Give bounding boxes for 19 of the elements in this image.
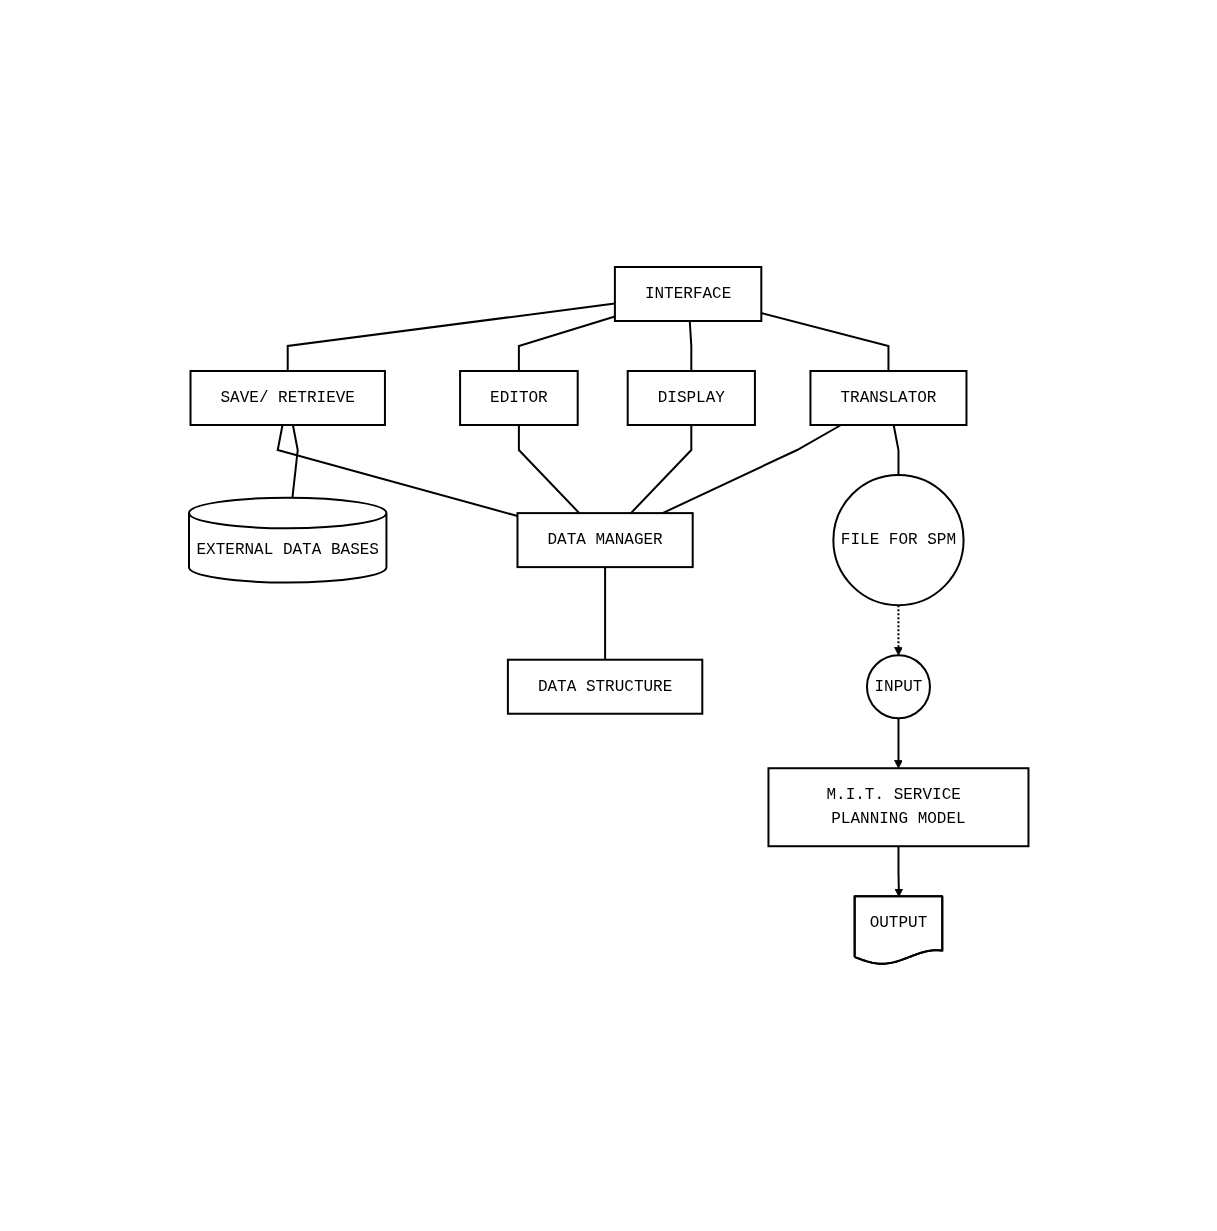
connector <box>629 424 693 515</box>
arrow <box>893 604 903 656</box>
node-box: DATA STRUCTURE <box>506 658 704 715</box>
connector <box>291 424 299 499</box>
node-box: EDITOR <box>458 370 579 427</box>
node-box: INTERFACE <box>613 266 763 323</box>
connector <box>517 424 581 515</box>
node-circle: INPUT <box>865 654 931 720</box>
node-box: SAVE/ RETRIEVE <box>189 370 386 427</box>
connector <box>892 424 900 477</box>
node-box: DISPLAY <box>626 370 756 427</box>
connector <box>688 320 693 373</box>
connector <box>661 424 842 515</box>
node-box: TRANSLATOR <box>809 370 968 427</box>
connector <box>603 566 606 661</box>
node-box: M.I.T. SERVICE PLANNING MODEL <box>767 767 1030 848</box>
arrow <box>893 717 903 769</box>
node-box: DATA MANAGER <box>516 512 694 569</box>
node-circle: FILE FOR SPM <box>832 474 965 607</box>
